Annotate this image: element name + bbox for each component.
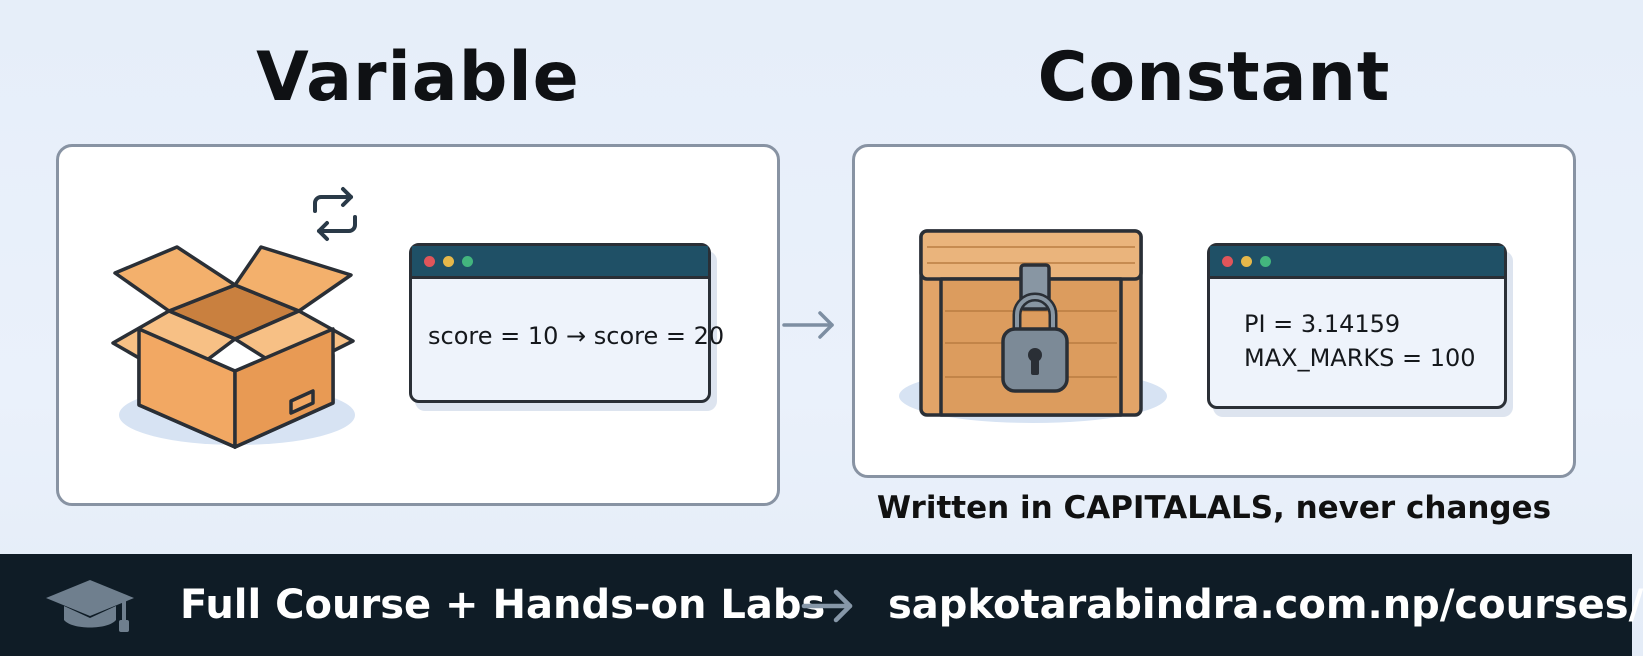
- right-arrow-icon: [782, 311, 834, 339]
- footer-banner: Full Course + Hands-on Labs sapkotarabin…: [0, 554, 1643, 656]
- variable-code-text: score = 10 → score = 20: [428, 322, 725, 350]
- variable-panel: score = 10 → score = 20: [56, 144, 780, 506]
- refresh-cycle-icon: [313, 187, 357, 241]
- padlock-icon: [1001, 263, 1069, 393]
- course-text: Full Course + Hands-on Labs: [180, 582, 826, 628]
- constant-code-line-2: MAX_MARKS = 100: [1244, 344, 1476, 372]
- maximize-dot-icon: [462, 255, 473, 267]
- constant-caption: Written in CAPITALALS, never changes: [876, 490, 1552, 526]
- constant-code-line-1: PI = 3.14159: [1244, 310, 1401, 338]
- graduation-cap-icon: [46, 580, 134, 632]
- open-box-icon: [111, 245, 355, 449]
- maximize-dot-icon: [1260, 255, 1271, 267]
- close-dot-icon: [1222, 255, 1233, 267]
- minimize-dot-icon: [443, 255, 454, 267]
- minimize-dot-icon: [1241, 255, 1252, 267]
- variable-title: Variable: [256, 38, 580, 117]
- locked-chest-icon: [919, 229, 1143, 417]
- variable-code-window: score = 10 → score = 20: [409, 243, 724, 403]
- constant-code-window: PI = 3.14159 MAX_MARKS = 100: [1207, 243, 1507, 409]
- right-arrow-icon: [801, 589, 853, 623]
- course-url-link[interactable]: sapkotarabindra.com.np/courses/: [888, 582, 1643, 628]
- constant-title: Constant: [1037, 38, 1391, 117]
- constant-panel: PI = 3.14159 MAX_MARKS = 100: [852, 144, 1576, 478]
- close-dot-icon: [424, 255, 435, 267]
- window-titlebar: [412, 246, 708, 279]
- window-titlebar: [1210, 246, 1504, 279]
